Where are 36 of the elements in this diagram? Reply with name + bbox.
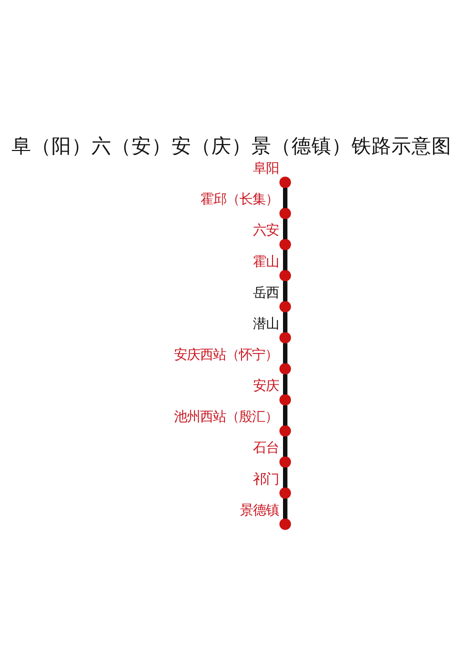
node-label: 六安 — [253, 223, 280, 238]
node-circle — [279, 238, 291, 250]
node-label: 景德镇 — [240, 502, 279, 518]
node-label: 池州西站（殷汇） — [174, 410, 278, 425]
node-label: 阜阳 — [253, 161, 280, 176]
connector — [282, 280, 288, 301]
connector — [282, 342, 288, 363]
node-circle — [279, 486, 291, 498]
node-circle — [279, 300, 291, 312]
node-label: 安庆 — [253, 378, 280, 394]
connector — [282, 249, 288, 270]
connector — [282, 404, 288, 426]
node-label: 安庆西站（怀宁） — [174, 348, 278, 363]
node-label: 潜山 — [253, 316, 280, 332]
node-circle — [279, 362, 291, 374]
node-circle — [279, 207, 291, 219]
node-label: 岳西 — [253, 285, 280, 300]
node-label: 祁门 — [253, 472, 280, 487]
connector — [282, 187, 288, 208]
diagram-title: 阜（阳）六（安）安（庆）景（德镇）铁路示意图 — [12, 134, 452, 158]
connector — [282, 466, 288, 488]
node-circle — [279, 269, 291, 281]
node-circle — [279, 456, 291, 468]
connector — [282, 436, 288, 456]
node-circle — [279, 394, 291, 406]
node-circle — [279, 518, 291, 530]
connector — [282, 312, 288, 332]
node-circle — [279, 424, 291, 436]
node-label: 霍山 — [253, 254, 280, 270]
node-circle — [279, 331, 291, 343]
connector — [282, 218, 288, 239]
connector — [282, 498, 288, 518]
node-circle — [279, 176, 291, 188]
connector — [282, 374, 288, 394]
node-label: 石台 — [253, 440, 280, 456]
node-label: 霍邱（长集） — [200, 192, 278, 208]
